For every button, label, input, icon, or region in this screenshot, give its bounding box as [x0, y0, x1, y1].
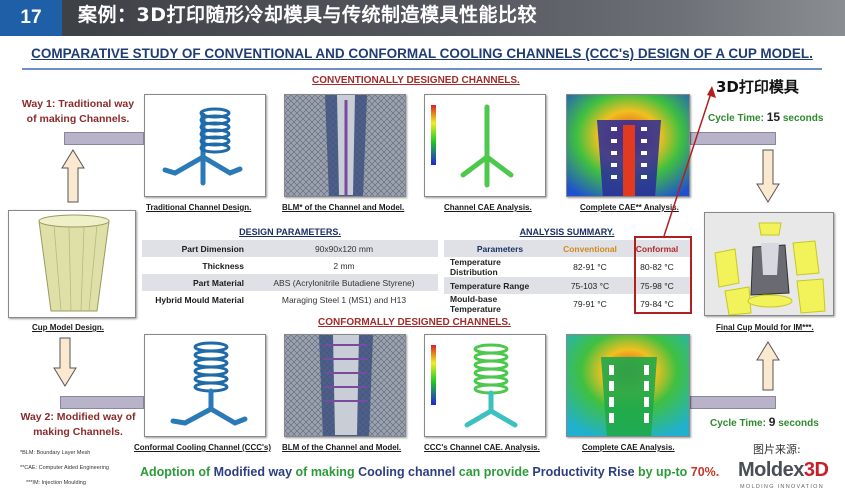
way1-label: Way 1: Traditional way of making Channel… — [21, 98, 135, 125]
caption-cup-model: Cup Model Design. — [32, 323, 104, 332]
moldex3d-logo: Moldex3D — [738, 459, 829, 482]
conventional-value: 79-91 °C — [556, 294, 624, 314]
channel-cae-conventional-image — [424, 94, 546, 197]
param-value: ABS (Acrylonitrile Butadiene Styrene) — [250, 274, 438, 291]
caption-conformal-channel: Conformal Cooling Channel (CCC's) — [134, 443, 272, 452]
logo-accent: 3D — [803, 459, 829, 481]
design-params-title: DESIGN PARAMETERS. — [239, 227, 341, 237]
blm-mesh-conformal-image — [284, 334, 406, 437]
down-arrow-left-icon — [53, 337, 77, 387]
cycle-unit: seconds — [782, 113, 824, 124]
param-name: Mould-base Temperature — [444, 294, 556, 314]
param-label: Thickness — [142, 257, 250, 274]
param-label: Part Material — [142, 274, 250, 291]
complete-cae-conventional-image — [566, 94, 690, 197]
param-name: Temperature Distribution — [444, 257, 556, 277]
study-title: COMPARATIVE STUDY OF CONVENTIONAL AND CO… — [31, 46, 813, 61]
footnote-im: ***IM: Injection Moulding — [26, 480, 86, 486]
conclusion-part: can provide — [458, 465, 533, 479]
conventional-section-label: CONVENTIONALLY DESIGNED CHANNELS. — [312, 75, 520, 86]
conclusion-part: Adoption of — [140, 465, 214, 479]
conclusion-part: 70%. — [690, 465, 720, 479]
cycle-prefix: Cycle Time: — [708, 113, 764, 124]
param-value: Maraging Steel 1 (MS1) and H13 — [250, 291, 438, 308]
col-header-conventional: Conventional — [556, 240, 624, 257]
conformal-value: 79-84 °C — [624, 294, 690, 314]
conclusion-part: Productivity Rise — [532, 465, 638, 479]
caption-ccc-cae: CCC's Channel CAE. Analysis. — [424, 443, 540, 452]
footnote-cae: **CAE: Computer Aided Engineering — [20, 465, 109, 471]
caption-blm-conventional: BLM* of the Channel and Model. — [282, 203, 405, 212]
footnote-blm: *BLM: Boundary Layer Mesh — [20, 450, 91, 456]
blm-mesh-conventional-image — [284, 94, 406, 197]
conformal-highlight-box — [634, 236, 692, 314]
cycle-time-conformal: Cycle Time: 9 seconds — [710, 415, 819, 429]
way2-label: Way 2: Modified way of making Channels. — [20, 411, 136, 438]
slide-title: 案例：3D打印随形冷却模具与传统制造模具性能比较 — [78, 4, 537, 26]
param-value: 90x90x120 mm — [250, 240, 438, 257]
caption-complete-cae-conventional: Complete CAE** Analysis. — [580, 203, 679, 212]
conclusion-text: Adoption of Modified way of making Cooli… — [140, 465, 719, 479]
cycle-value: 9 — [768, 415, 776, 429]
caption-final-mould: Final Cup Mould for IM***. — [716, 323, 814, 332]
pipe-right-top — [690, 132, 776, 145]
conformal-value: 75-98 °C — [624, 277, 690, 294]
3d-print-mould-label: 3D打印模具 — [716, 78, 799, 96]
logo-tagline: MOLDING INNOVATION — [740, 484, 825, 490]
cycle-unit: seconds — [778, 418, 819, 429]
pipe-left-top — [64, 132, 144, 145]
slide-number: 17 — [0, 0, 62, 36]
conformal-channel-image — [144, 334, 266, 437]
final-mould-image — [704, 212, 834, 316]
analysis-summary-title: ANALYSIS SUMMARY. — [519, 227, 615, 237]
down-arrow-right-icon — [756, 149, 780, 203]
analysis-summary-table: Parameters Conventional Conformal Temper… — [444, 240, 690, 314]
param-name: Temperature Range — [444, 277, 556, 294]
col-header-parameters: Parameters — [444, 240, 556, 257]
conformal-section-label: CONFORMALLY DESIGNED CHANNELS. — [318, 317, 511, 328]
caption-traditional-channel: Traditional Channel Design. — [146, 203, 252, 212]
conventional-value: 82-91 °C — [556, 257, 624, 277]
param-label: Hybrid Mould Material — [142, 291, 250, 308]
caption-blm-conformal: BLM of the Channel and Model. — [282, 443, 402, 452]
caption-complete-cae-conformal: Complete CAE Analysis. — [582, 443, 675, 452]
pipe-left-bottom — [60, 396, 144, 409]
conclusion-part: of making — [295, 465, 359, 479]
conclusion-part: Cooling channel — [358, 465, 459, 479]
pipe-right-bottom — [690, 396, 776, 409]
conformal-value: 80-82 °C — [624, 257, 690, 277]
channel-cae-conformal-image — [424, 334, 546, 437]
conclusion-part: Modified way — [213, 465, 296, 479]
param-label: Part Dimension — [142, 240, 250, 257]
highlight-callout-arrow-icon — [663, 86, 716, 237]
up-arrow-right-icon — [756, 341, 780, 391]
up-arrow-left-icon — [61, 149, 85, 203]
table-header-row: Parameters Conventional Conformal — [444, 240, 690, 257]
image-source-label: 图片来源: — [753, 443, 801, 456]
cycle-prefix: Cycle Time: — [710, 418, 766, 429]
cycle-value: 15 — [766, 110, 781, 124]
param-value: 2 mm — [250, 257, 438, 274]
caption-channel-cae: Channel CAE Analysis. — [444, 203, 532, 212]
col-header-conformal: Conformal — [624, 240, 690, 257]
conventional-value: 75-103 °C — [556, 277, 624, 294]
complete-cae-conformal-image — [566, 334, 690, 437]
cycle-time-conventional: Cycle Time: 15 seconds — [708, 110, 823, 124]
logo-main: Moldex — [738, 459, 804, 481]
header-bar: 17 案例：3D打印随形冷却模具与传统制造模具性能比较 — [0, 0, 845, 36]
traditional-channel-image — [144, 94, 266, 197]
cup-model-image — [8, 210, 136, 318]
conclusion-part: by up-to — [638, 465, 691, 479]
title-divider — [22, 68, 822, 70]
